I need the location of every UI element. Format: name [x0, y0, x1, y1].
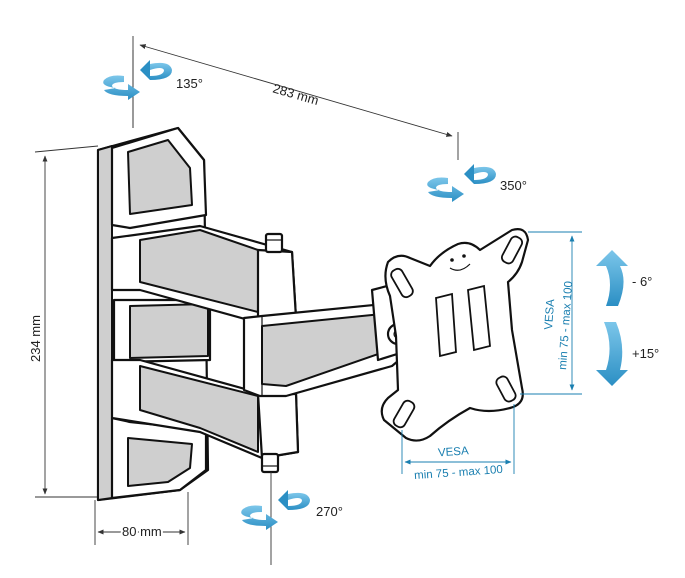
plate-width-dimension: 80 mm	[94, 492, 189, 545]
lower-arm	[110, 358, 300, 474]
wall-plate	[96, 126, 212, 502]
arm-pivot-angle: 270°	[316, 504, 343, 519]
vesa-horizontal-range: min 75 - max 100	[414, 464, 503, 482]
wall-pivot-angle: 135°	[176, 76, 203, 91]
plate-width-label: 80 mm	[122, 524, 162, 539]
rotation-arrow-icon	[103, 60, 172, 100]
vesa-horizontal-title: VESA	[438, 445, 470, 459]
tilt-arrow-icon	[596, 322, 628, 386]
arm-pivot-rotation: 270°	[241, 472, 343, 565]
vesa-vertical-title: VESA	[543, 298, 557, 330]
tilt-up-angle: - 6°	[632, 274, 652, 289]
tilt-down-angle: +15°	[632, 346, 659, 361]
plate-height-label: 234 mm	[28, 315, 43, 362]
forward-arm	[242, 302, 406, 398]
tilt-down-rotation: +15°	[596, 322, 659, 386]
smiley-face-icon	[449, 254, 471, 271]
head-pivot-rotation: 350°	[427, 164, 527, 202]
upper-arm	[110, 224, 298, 324]
rotation-arrow-icon	[241, 490, 310, 530]
vesa-vertical-range: min 75 - max 100	[557, 281, 575, 370]
plate-height-dimension: 234 mm	[28, 145, 99, 498]
tilt-up-rotation: - 6°	[596, 250, 652, 306]
tilt-arrow-icon	[596, 250, 628, 306]
rotation-arrow-icon	[427, 164, 496, 202]
vesa-vertical-dimension: VESA min 75 - max 100	[520, 231, 582, 395]
arm-length-label: 283 mm	[271, 81, 320, 108]
head-pivot-angle: 350°	[500, 178, 527, 193]
wall-pivot-rotation: 135°	[103, 50, 203, 128]
vesa-plate	[380, 228, 530, 442]
